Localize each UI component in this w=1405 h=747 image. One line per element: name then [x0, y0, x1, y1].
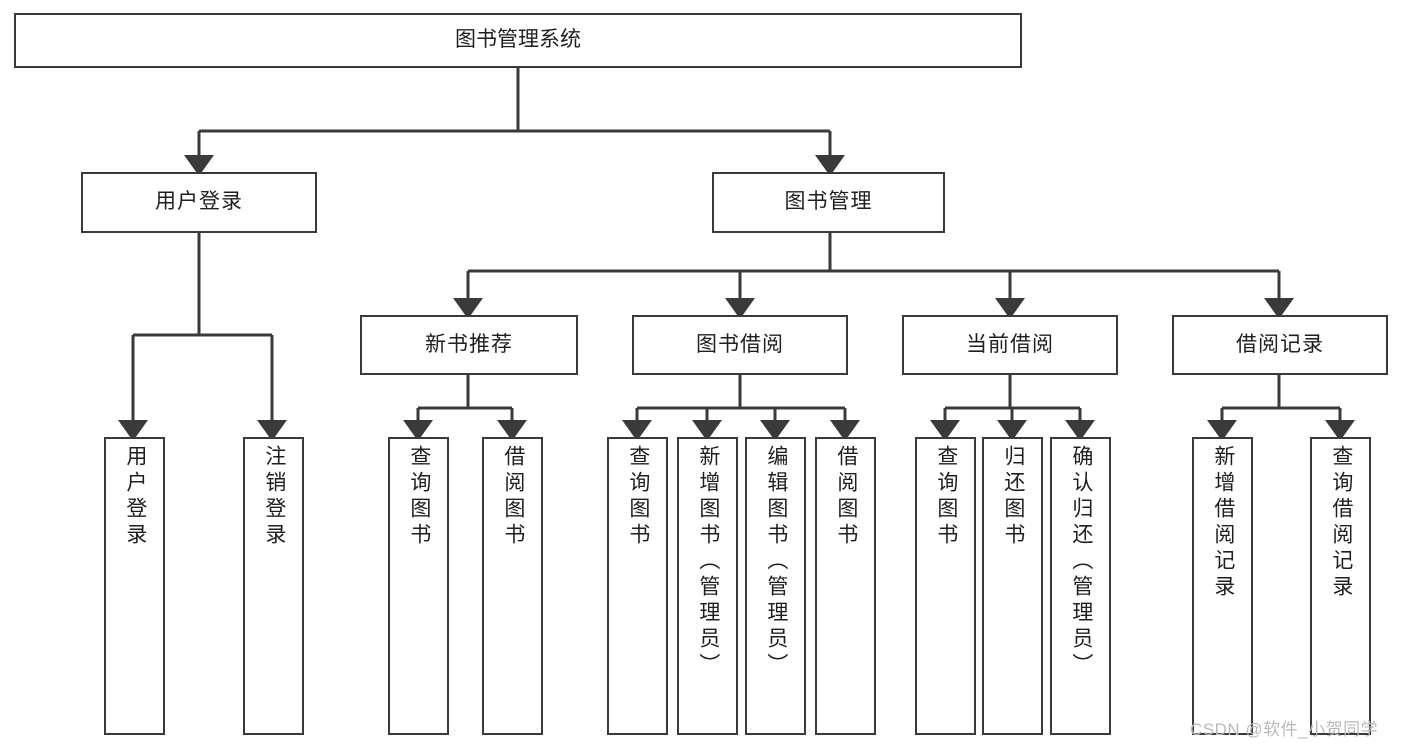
node-current-borrow[interactable]: 当前借阅 [902, 315, 1118, 375]
leaf-record-add-record[interactable]: 新增借阅记录 [1192, 437, 1253, 735]
leaf-recommend-query-book[interactable]: 查询图书 [388, 437, 449, 735]
leaf-borrow-borrow-book[interactable]: 借阅图书 [815, 437, 876, 735]
node-book-borrow[interactable]: 图书借阅 [632, 315, 848, 375]
leaf-record-query-record[interactable]: 查询借阅记录 [1310, 437, 1371, 735]
node-borrow-record[interactable]: 借阅记录 [1172, 315, 1388, 375]
node-user-login[interactable]: 用户登录 [81, 172, 317, 233]
leaf-borrow-query-book[interactable]: 查询图书 [607, 437, 668, 735]
leaf-current-return-book[interactable]: 归还图书 [982, 437, 1043, 735]
node-root-book-management-system[interactable]: 图书管理系统 [14, 13, 1022, 68]
leaf-current-query-book[interactable]: 查询图书 [915, 437, 976, 735]
leaf-borrow-add-book-admin[interactable]: 新增图书（管理员） [677, 437, 738, 735]
node-book-management[interactable]: 图书管理 [712, 172, 945, 233]
leaf-user-login-logout[interactable]: 注销登录 [243, 437, 304, 735]
leaf-user-login-login[interactable]: 用户登录 [104, 437, 165, 735]
node-new-book-recommend[interactable]: 新书推荐 [360, 315, 578, 375]
leaf-recommend-borrow-book[interactable]: 借阅图书 [482, 437, 543, 735]
csdn-watermark: CSDN @软件_小贺同学 [1190, 720, 1379, 739]
leaf-borrow-edit-book-admin[interactable]: 编辑图书（管理员） [745, 437, 806, 735]
leaf-current-confirm-return-admin[interactable]: 确认归还（管理员） [1050, 437, 1111, 735]
